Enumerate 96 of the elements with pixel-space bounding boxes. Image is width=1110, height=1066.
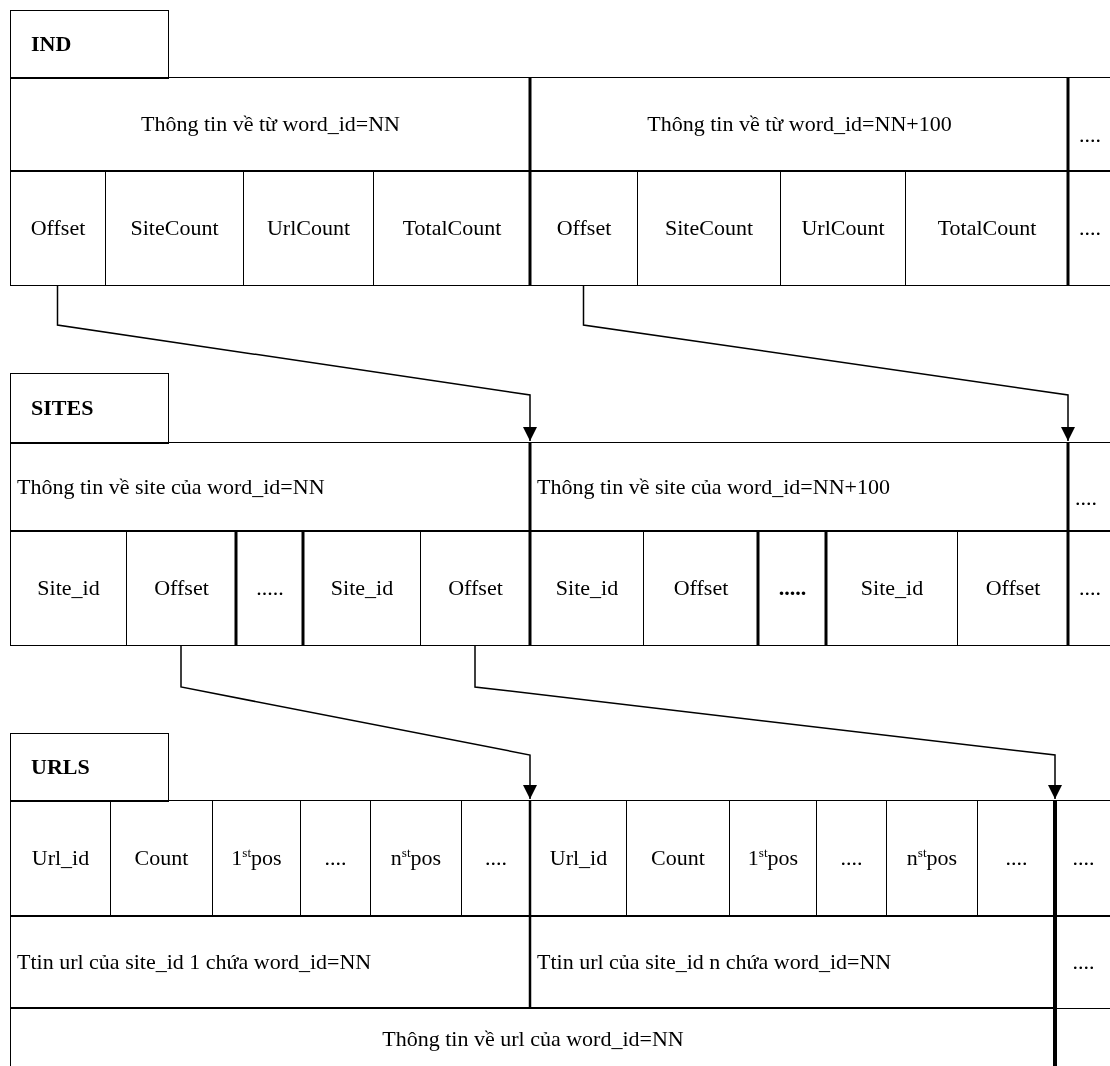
cell-text: Url_id: [31, 845, 90, 872]
table-cell: [212, 800, 301, 917]
table-cell: [977, 800, 1056, 917]
table-cell: [729, 800, 817, 917]
table-cell: [303, 530, 421, 646]
cell-text: Thông tin về site của word_id=NN+100: [537, 473, 890, 501]
table-cell: [1068, 77, 1110, 172]
cell-text: ....: [1072, 845, 1095, 872]
cell-text: ....: [485, 845, 507, 872]
table-cell: [626, 800, 730, 917]
table-cell: [370, 800, 462, 917]
table-cell: [1068, 530, 1110, 646]
cell-text: Thông tin về url của word_id=NN: [382, 1025, 684, 1053]
cell-text: n$^{st}$pos: [390, 845, 442, 872]
cell-text: ....: [1079, 214, 1101, 242]
table-name-tab: [10, 733, 169, 802]
arrow: [56, 284, 537, 442]
cell-text: URLS: [30, 754, 90, 781]
table-name-tab: [10, 10, 169, 79]
cell-text: Ttin url của site_id n chứa word_id=NN: [537, 948, 892, 976]
cell-text: Count: [134, 845, 189, 872]
table-cell: [105, 170, 244, 286]
arrow: [180, 644, 537, 800]
cell-text: Site_id: [860, 574, 924, 602]
table-cell: [1068, 442, 1110, 532]
table-cell: [530, 530, 644, 646]
table-cell: [780, 170, 906, 286]
table-cell: [1055, 915, 1110, 1009]
cell-text: SiteCount: [130, 214, 219, 242]
cell-text: Offset: [154, 574, 209, 602]
cell-text: Offset: [673, 574, 729, 602]
table-cell: [10, 1007, 1056, 1066]
table-cell: [10, 77, 531, 172]
cell-text: Site_id: [555, 574, 619, 602]
table-cell: [530, 442, 1069, 532]
table-cell: [643, 530, 759, 646]
cell-text: ....: [840, 845, 863, 872]
cell-text: Ttin url của site_id 1 chứa word_id=NN: [17, 948, 372, 976]
cell-text: Offset: [985, 574, 1041, 602]
table-cell: [530, 77, 1069, 172]
table-cell: [10, 170, 106, 286]
cell-text: ....: [1005, 845, 1028, 872]
cell-text: ....: [1075, 484, 1097, 512]
cell-text: Offset: [556, 214, 612, 242]
table-cell: [1068, 170, 1110, 286]
cell-text: ....: [1072, 948, 1095, 976]
table-cell: [110, 800, 213, 917]
table-cell: [826, 530, 958, 646]
table-cell: [461, 800, 531, 917]
cell-text: Offset: [30, 214, 86, 242]
cell-text: .....: [256, 574, 284, 602]
table-cell: [957, 530, 1069, 646]
cell-text: IND: [30, 31, 72, 58]
table-cell: [10, 915, 531, 1009]
cell-text: Thông tin về từ word_id=NN+100: [647, 111, 952, 138]
cell-text: UrlCount: [801, 214, 885, 242]
cell-text: UrlCount: [266, 214, 351, 242]
table-name-tab: [10, 373, 169, 444]
table-cell: [530, 800, 627, 917]
table-cell: [530, 915, 1056, 1009]
cell-text: TotalCount: [402, 214, 502, 242]
table-cell: [10, 530, 127, 646]
cell-text: .....: [778, 574, 807, 602]
arrow: [474, 644, 1062, 800]
cell-text: ....: [1079, 122, 1101, 149]
table-cell: [816, 800, 887, 917]
cell-text: Thông tin về site của word_id=NN: [17, 473, 325, 501]
cell-text: Url_id: [549, 845, 608, 872]
table-cell: [373, 170, 531, 286]
cell-text: n$^{st}$pos: [906, 845, 958, 872]
cell-text: SITES: [30, 395, 94, 422]
arrow: [582, 284, 1075, 442]
cell-text: ....: [324, 845, 347, 872]
cell-text: 1$^{st}$pos: [747, 845, 799, 872]
cell-text: TotalCount: [937, 214, 1037, 242]
table-cell: [300, 800, 371, 917]
table-cell: [530, 170, 638, 286]
cell-text: Site_id: [37, 574, 100, 602]
cell-text: 1$^{st}$pos: [231, 845, 282, 872]
table-cell: [126, 530, 237, 646]
cell-text: ....: [1079, 574, 1101, 602]
table-cell: [10, 442, 531, 532]
table-cell: [10, 800, 111, 917]
cell-text: Thông tin về từ word_id=NN: [141, 111, 400, 138]
table-cell: [886, 800, 978, 917]
table-cell: [637, 170, 781, 286]
table-cell: [236, 530, 304, 646]
table-cell: [420, 530, 531, 646]
cell-text: Offset: [448, 574, 503, 602]
cell-text: Site_id: [330, 574, 394, 602]
cell-text: Count: [651, 845, 705, 872]
table-cell: [758, 530, 827, 646]
cell-text: SiteCount: [665, 214, 753, 242]
table-cell: [1055, 800, 1110, 917]
table-cell: [243, 170, 374, 286]
table-cell: [905, 170, 1069, 286]
